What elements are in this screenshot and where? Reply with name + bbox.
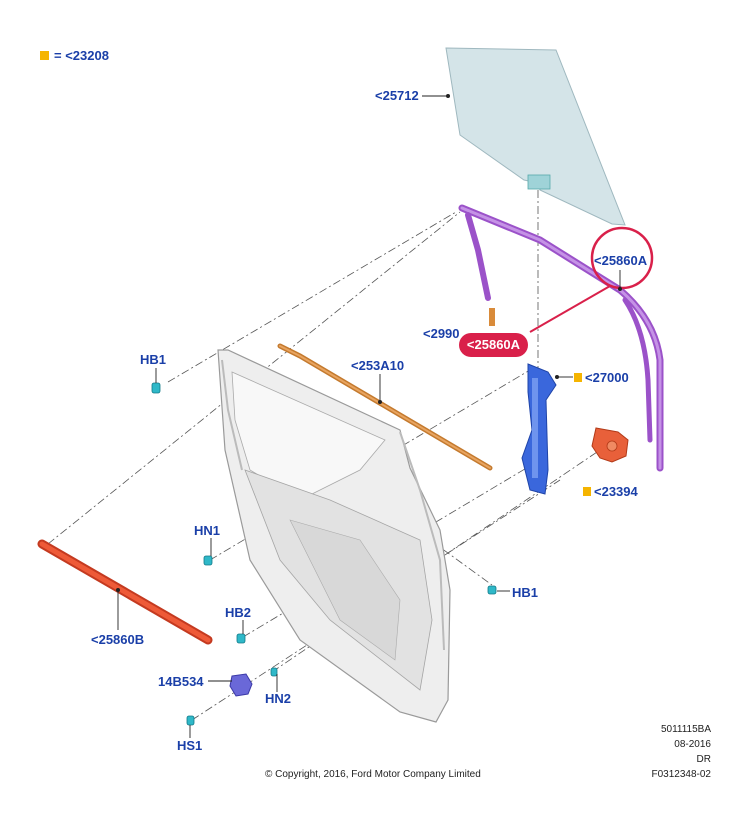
label-hb1-left: HB1 [140, 352, 167, 367]
legend: = <23208 [40, 48, 109, 63]
label-hb1-right: HB1 [512, 585, 539, 600]
fastener-hn2 [270, 667, 278, 677]
callout-badge: <25860A [459, 333, 528, 357]
label-run-channel: <25860A [594, 253, 648, 268]
label-leaders [117, 95, 621, 738]
fasteners [151, 382, 497, 726]
legend-text: = <23208 [54, 48, 109, 63]
doc-type: DR [696, 754, 711, 765]
label-regulator: <27000 [585, 370, 629, 385]
window-glass [445, 47, 626, 226]
doc-date: 08-2016 [674, 739, 711, 750]
doc-figure: F0312348-02 [651, 769, 712, 780]
label-hs1: HS1 [177, 738, 203, 753]
label-motor: <23394 [594, 484, 638, 499]
copyright-notice: © Copyright, 2016, Ford Motor Company Li… [265, 769, 481, 780]
regulator-marker-icon [574, 373, 582, 382]
belt-moulding [277, 343, 493, 471]
callout-circle [590, 226, 654, 290]
document-info: 5011115BA 08-2016 DR F0312348-02 [652, 722, 712, 782]
door-panel [217, 349, 451, 723]
label-belt-moulding: <253A10 [351, 358, 405, 373]
small-bracket [489, 308, 495, 326]
window-regulator [521, 363, 557, 495]
fastener-hs1 [186, 715, 195, 726]
motor-marker-icon [583, 487, 591, 496]
fastener-hn1 [203, 555, 213, 566]
door-bracket [229, 673, 253, 697]
fastener-hb1-left [151, 382, 161, 394]
label-bracket-part: 14B534 [158, 674, 204, 689]
label-hn2: HN2 [265, 691, 292, 706]
label-hn1: HN1 [194, 523, 221, 538]
label-bracket-partial: <2990 [423, 326, 460, 341]
window-motor [591, 427, 629, 463]
label-glass: <25712 [375, 88, 419, 103]
legend-marker-icon [40, 51, 49, 60]
glass-bracket [527, 174, 551, 190]
label-hb2: HB2 [225, 605, 252, 620]
leader-dots [116, 94, 622, 592]
fastener-hb2 [236, 633, 246, 644]
doc-code: 5011115BA [660, 724, 711, 735]
fastener-hb1-right [487, 585, 497, 595]
callout-leader [529, 285, 611, 333]
lower-door-seal [37, 539, 213, 645]
label-lower-seal: <25860B [91, 632, 145, 647]
